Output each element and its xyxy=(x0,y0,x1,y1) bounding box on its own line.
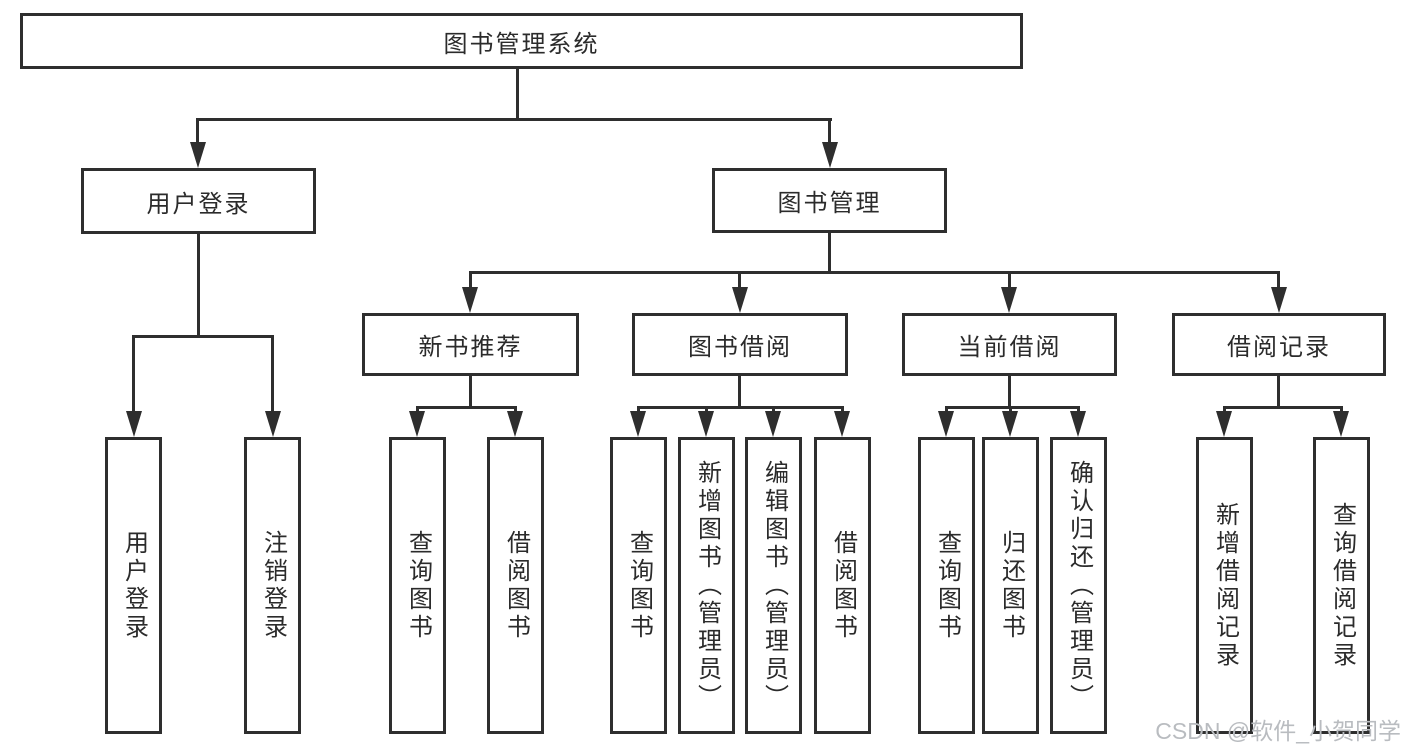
node-borrow-records: 借阅记录 xyxy=(1172,313,1386,376)
node-new-book-recommend: 新书推荐 xyxy=(362,313,579,376)
connector-drop-new-book-recommend xyxy=(469,271,472,293)
connector-user-login-split xyxy=(132,335,274,338)
leaf-query-books-borrow: 查询图书 xyxy=(610,437,667,734)
node-current-borrow-label: 当前借阅 xyxy=(957,334,1062,361)
node-user-login: 用户登录 xyxy=(81,168,316,234)
arrow-down-icon xyxy=(698,411,714,437)
arrow-down-icon xyxy=(1002,411,1018,437)
leaf-query-books-recommend-label: 查询图书 xyxy=(404,529,432,642)
connector-drop-borrow-records xyxy=(1277,271,1280,293)
leaf-return-book-label: 归还图书 xyxy=(997,529,1025,642)
arrow-down-icon xyxy=(630,411,646,437)
leaf-borrow-books-borrow: 借阅图书 xyxy=(814,437,871,734)
leaf-add-borrow-record-label: 新增借阅记录 xyxy=(1211,501,1239,670)
connector-drop-leaf-logout xyxy=(271,335,274,413)
arrow-down-icon xyxy=(938,411,954,437)
leaf-borrow-books-borrow-label: 借阅图书 xyxy=(829,529,857,642)
node-library-system-label: 图书管理系统 xyxy=(443,30,600,58)
connector-root-stem xyxy=(516,66,519,120)
leaf-add-borrow-record: 新增借阅记录 xyxy=(1196,437,1253,734)
watermark-text: CSDN @软件_小贺同学 xyxy=(1155,718,1401,744)
arrow-down-icon xyxy=(1333,411,1349,437)
node-book-management-label: 图书管理 xyxy=(777,190,882,217)
leaf-query-books-current: 查询图书 xyxy=(918,437,975,734)
leaf-query-books-borrow-label: 查询图书 xyxy=(625,529,653,642)
connector-drop-book-borrow xyxy=(738,271,741,293)
node-borrow-records-label: 借阅记录 xyxy=(1227,334,1331,361)
leaf-edit-book-admin-label: 编辑图书（管理员） xyxy=(760,459,788,712)
connector-new-book-recommend-stem xyxy=(469,375,472,409)
leaf-borrow-books-recommend-label: 借阅图书 xyxy=(502,529,530,642)
arrow-down-icon xyxy=(1001,287,1017,313)
connector-borrow-records-stem xyxy=(1277,375,1280,409)
arrow-down-icon xyxy=(822,142,838,168)
connector-user-login-stem xyxy=(197,233,200,337)
leaf-edit-book-admin: 编辑图书（管理员） xyxy=(745,437,802,734)
connector-book-borrow-stem xyxy=(738,375,741,409)
arrow-down-icon xyxy=(409,411,425,437)
leaf-query-books-recommend: 查询图书 xyxy=(389,437,446,734)
leaf-query-books-current-label: 查询图书 xyxy=(933,529,961,642)
arrow-down-icon xyxy=(462,287,478,313)
node-book-management: 图书管理 xyxy=(712,168,947,233)
leaf-user-login-label: 用户登录 xyxy=(120,529,148,642)
arrow-down-icon xyxy=(126,411,142,437)
connector-drop-book-management xyxy=(828,118,831,146)
leaf-add-book-admin-label: 新增图书（管理员） xyxy=(693,459,721,712)
connector-book-borrow-split xyxy=(637,406,844,409)
leaf-borrow-books-recommend: 借阅图书 xyxy=(487,437,544,734)
arrow-down-icon xyxy=(190,142,206,168)
leaf-query-borrow-record-label: 查询借阅记录 xyxy=(1328,501,1356,670)
connector-drop-leaf-user-login xyxy=(132,335,135,413)
leaf-return-book: 归还图书 xyxy=(982,437,1039,734)
arrow-down-icon xyxy=(1271,287,1287,313)
node-user-login-label: 用户登录 xyxy=(146,190,251,218)
connector-current-borrow-stem xyxy=(1008,375,1011,409)
connector-new-book-recommend-split xyxy=(416,406,517,409)
connector-drop-current-borrow xyxy=(1008,271,1011,293)
connector-root-split xyxy=(196,118,832,121)
connector-current-borrow-split xyxy=(945,406,1080,409)
arrow-down-icon xyxy=(1070,411,1086,437)
connector-borrow-records-split xyxy=(1223,406,1343,409)
node-current-borrow: 当前借阅 xyxy=(902,313,1117,376)
connector-drop-user-login xyxy=(196,118,199,146)
arrow-down-icon xyxy=(732,287,748,313)
node-book-borrow-label: 图书借阅 xyxy=(688,334,792,361)
leaf-logout-label: 注销登录 xyxy=(259,529,287,642)
leaf-confirm-return-admin: 确认归还（管理员） xyxy=(1050,437,1107,734)
leaf-logout: 注销登录 xyxy=(244,437,301,734)
node-new-book-recommend-label: 新书推荐 xyxy=(418,334,523,361)
arrow-down-icon xyxy=(1216,411,1232,437)
node-book-borrow: 图书借阅 xyxy=(632,313,848,376)
connector-book-management-stem xyxy=(828,232,831,274)
arrow-down-icon xyxy=(765,411,781,437)
node-library-system: 图书管理系统 xyxy=(20,13,1023,69)
leaf-confirm-return-admin-label: 确认归还（管理员） xyxy=(1065,459,1093,712)
arrow-down-icon xyxy=(265,411,281,437)
arrow-down-icon xyxy=(834,411,850,437)
arrow-down-icon xyxy=(507,411,523,437)
leaf-add-book-admin: 新增图书（管理员） xyxy=(678,437,735,734)
leaf-query-borrow-record: 查询借阅记录 xyxy=(1313,437,1370,734)
connector-book-management-split xyxy=(469,271,1280,274)
leaf-user-login: 用户登录 xyxy=(105,437,162,734)
